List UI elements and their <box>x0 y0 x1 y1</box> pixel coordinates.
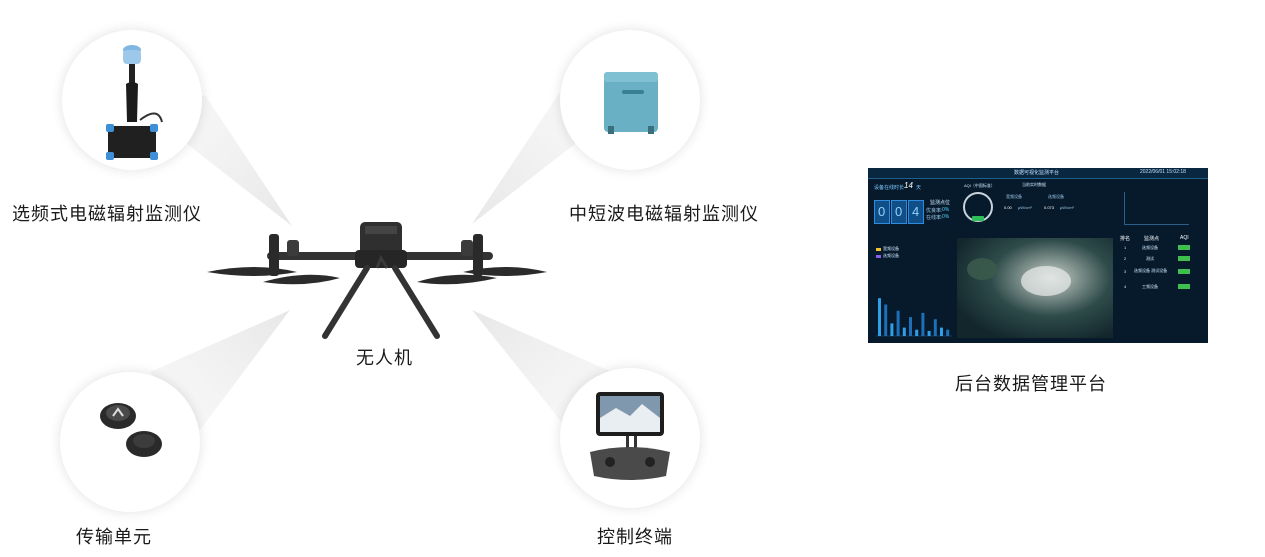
label-drone: 无人机 <box>356 348 413 369</box>
platform-dashboard: 数据可视化监测平台 2022/06/01 15:02:18 设备在线时长 14 … <box>868 168 1208 343</box>
platform-bar <box>940 327 943 336</box>
label-hf-monitor: 中短波电磁辐射监测仪 <box>569 204 759 225</box>
rank-row-3-rank: 3 <box>1124 269 1127 274</box>
platform-datetime: 2022/06/01 15:02:18 <box>1140 169 1186 175</box>
controller-icon <box>590 392 670 480</box>
node-circle-top-left <box>62 30 202 170</box>
platform-bar <box>946 329 950 336</box>
rank-row-1-badge <box>1178 245 1190 250</box>
platform-bar <box>878 298 881 336</box>
legend-broadband: 宽频设备 <box>883 246 899 251</box>
platform-header <box>868 168 1208 179</box>
legend-swatch-broadband <box>876 248 881 251</box>
legend-selective: 选频设备 <box>883 253 899 258</box>
online-rate-value: 0% <box>942 214 950 220</box>
broadband-value: 0.00 <box>1004 205 1012 210</box>
satellite-map <box>957 238 1113 338</box>
digit-box-2: 0 <box>891 200 907 224</box>
node-circle-bottom-left <box>60 372 200 512</box>
drone-icon <box>207 222 547 339</box>
right-top-chart <box>1124 192 1189 225</box>
rank-header-aqi: AQI <box>1180 235 1189 241</box>
rank-row-3-name: 选频设备 测试设备 <box>1134 268 1168 273</box>
broadband-unit: μW/cm² <box>1018 205 1032 210</box>
label-backend-platform: 后台数据管理平台 <box>955 374 1107 395</box>
platform-bar <box>890 323 894 336</box>
rank-row-3-badge <box>1178 269 1190 274</box>
platform-bar <box>896 310 900 336</box>
digit-box-3: 4 <box>908 200 924 224</box>
rank-header-rank: 排名 <box>1120 236 1131 242</box>
platform-bar <box>933 319 937 336</box>
label-transmission-unit: 传输单元 <box>76 527 152 548</box>
rank-row-2-name: 测试 <box>1146 256 1154 261</box>
selective-label: 选频设备 <box>1048 194 1064 199</box>
label-control-terminal: 控制终端 <box>597 527 673 548</box>
transmission-puck-icon <box>100 403 162 457</box>
rank-row-4-rank: 4 <box>1124 284 1127 289</box>
platform-bar <box>921 312 925 336</box>
digit-box-1: 0 <box>874 200 890 224</box>
excellent-rate-label: 优良率: <box>926 208 943 214</box>
platform-bar <box>915 329 919 336</box>
platform-bar <box>927 330 931 336</box>
selective-value: 0.073 <box>1044 205 1055 210</box>
label-freq-selective-monitor: 选频式电磁辐射监测仪 <box>12 204 202 225</box>
broadband-label: 宽频设备 <box>1006 194 1022 199</box>
rank-row-2-badge <box>1178 256 1190 261</box>
rank-row-1-name: 选频设备 <box>1142 245 1158 250</box>
rank-row-2-rank: 2 <box>1124 256 1127 261</box>
platform-title: 数据可视化监测平台 <box>1014 170 1060 176</box>
monitor-point-label: 监测点位 <box>930 200 951 206</box>
legend-swatch-selective <box>876 255 881 258</box>
selective-unit: μW/cm² <box>1060 205 1074 210</box>
online-rate-label: 在线率: <box>926 215 943 221</box>
online-days-unit: 天 <box>916 185 922 191</box>
online-days-label: 设备在线时长 <box>874 185 905 191</box>
realtime-label: 当前实时数据 <box>1022 182 1046 187</box>
online-days-value: 14 <box>904 181 913 190</box>
rank-header-point: 监测点 <box>1144 236 1160 242</box>
excellent-rate-value: 0% <box>942 207 950 213</box>
aqi-label: AQI（中国标准） <box>964 183 995 188</box>
platform-bar-chart <box>876 298 952 337</box>
rank-row-4-badge <box>1178 284 1190 289</box>
node-circle-top-right <box>560 30 700 170</box>
platform-bar <box>902 327 906 336</box>
node-circle-bottom-right <box>560 368 700 508</box>
rank-row-4-name: 工频设备 <box>1142 284 1158 289</box>
monitor-box-icon <box>604 72 658 134</box>
field-meter-icon <box>106 45 163 160</box>
platform-bar <box>884 304 888 336</box>
aqi-gauge <box>963 192 993 222</box>
rank-row-1-rank: 1 <box>1124 245 1127 250</box>
platform-bar <box>909 317 912 336</box>
